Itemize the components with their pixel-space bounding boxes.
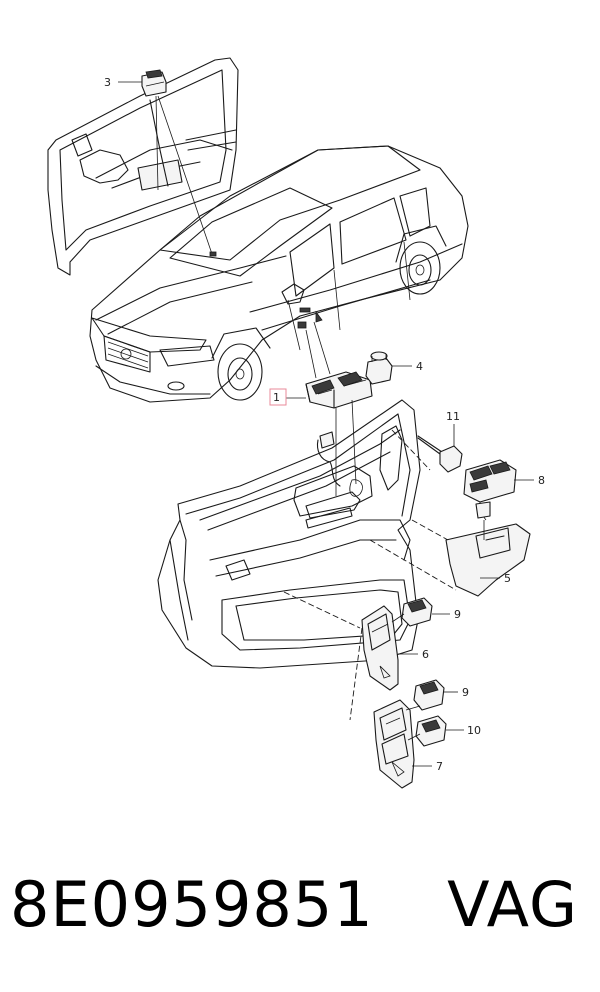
- callout-9-lower: 9: [462, 686, 469, 699]
- part-1-window-switch-block: [286, 371, 373, 496]
- callout-1-highlight-box: [269, 388, 287, 406]
- part-10-switch: [415, 715, 464, 747]
- front-door-panel: [157, 399, 457, 721]
- callout-11: 11: [446, 410, 460, 423]
- callout-3: 3: [104, 76, 111, 89]
- rear-door-panel: [47, 57, 239, 276]
- callout-6: 6: [422, 648, 429, 661]
- brand-name: VAG: [447, 868, 578, 941]
- callout-5: 5: [504, 572, 511, 585]
- callout-10: 10: [467, 724, 481, 737]
- callout-labels: 1 3 4 5 6 7 8 9 9 10 11: [104, 76, 545, 773]
- part-8-switch-block: [463, 459, 534, 521]
- part-7-switch-holder: [373, 699, 432, 789]
- part-9-switch-lower: [413, 679, 458, 711]
- part-4-mirror-switch: [365, 351, 412, 385]
- callout-9-upper: 9: [454, 608, 461, 621]
- callout-7: 7: [436, 760, 443, 773]
- part-6-switch-holder: [361, 605, 418, 691]
- part-3-rear-switch: [118, 69, 213, 255]
- part-5-trim-bracket: [445, 520, 531, 597]
- callout-4: 4: [416, 360, 423, 373]
- part-11-connector: [417, 424, 463, 473]
- parts-diagram: 1 3 4 5 6 7 8 9 9 10 11: [47, 57, 545, 789]
- car-illustration: [89, 145, 469, 403]
- part-number: 8E0959851: [10, 868, 374, 941]
- callout-1: 1: [273, 391, 280, 404]
- part-9-switch-upper: [401, 597, 450, 627]
- callout-8: 8: [538, 474, 545, 487]
